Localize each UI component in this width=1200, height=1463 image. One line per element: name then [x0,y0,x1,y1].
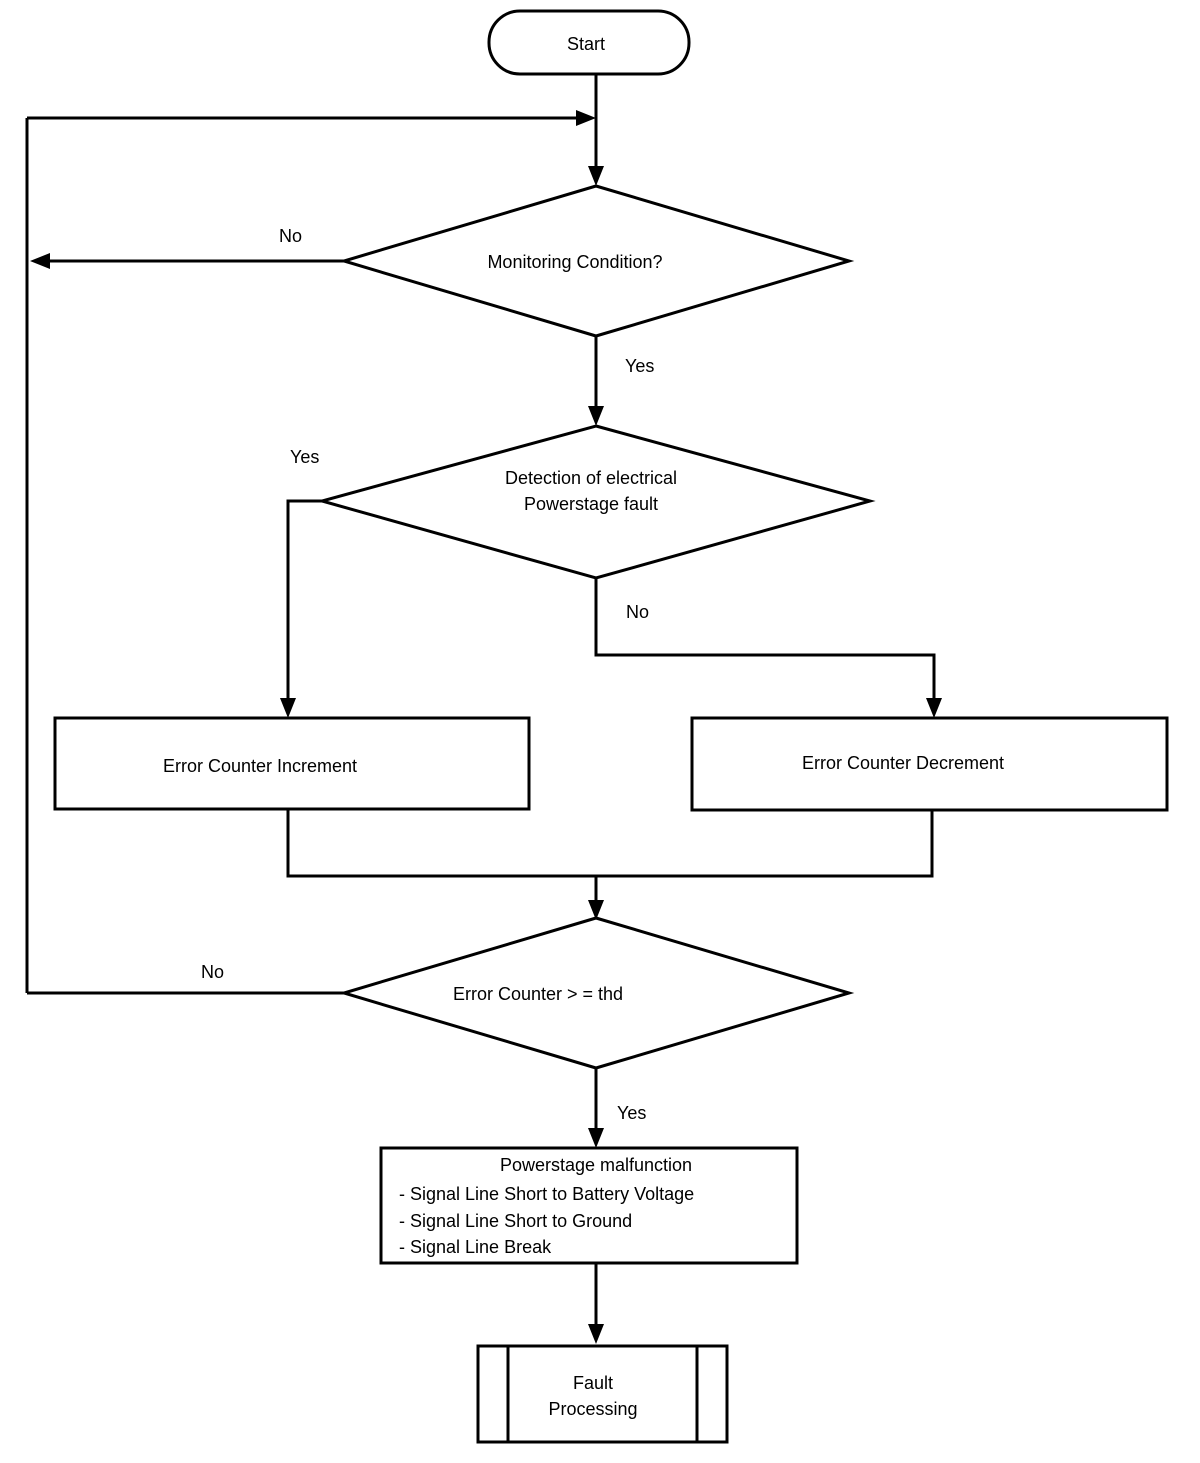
arrowhead [588,1128,604,1148]
malfunction-item: - Signal Line Short to Ground [399,1211,632,1231]
edge-label-monitoring-yes: Yes [625,356,654,376]
detection-label-line1: Detection of electrical [505,468,677,488]
monitoring-decision [338,184,855,338]
arrowhead [588,900,604,920]
malfunction-title: Powerstage malfunction [500,1155,692,1175]
edge-label-threshold-no: No [201,962,224,982]
edge-detection-yes [286,499,322,706]
arrowhead [588,1324,604,1344]
monitoring-label: Monitoring Condition? [487,252,662,272]
fault-label-line1: Fault [573,1373,613,1393]
fault-label-line2: Processing [548,1399,637,1419]
edge-label-monitoring-no: No [279,226,302,246]
threshold-label: Error Counter > = thd [453,984,623,1004]
start-label: Start [567,34,605,54]
edge-label-detection-yes: Yes [290,447,319,467]
edge-label-detection-no: No [626,602,649,622]
arrowhead [926,698,942,718]
arrowhead [588,166,604,186]
detection-decision [316,424,876,580]
edge-detection-no [594,578,936,706]
arrowhead [576,110,596,126]
malfunction-item: - Signal Line Break [399,1237,552,1257]
increment-label: Error Counter Increment [163,756,357,776]
malfunction-process [379,1146,799,1265]
start-terminal [487,9,691,76]
arrowhead [30,253,50,269]
arrowhead [588,406,604,426]
decrement-process [690,716,1169,812]
increment-process [53,716,531,811]
edge-label-threshold-yes: Yes [617,1103,646,1123]
fault-processing-subroutine [476,1344,729,1444]
decrement-label: Error Counter Decrement [802,753,1004,773]
arrowhead [280,698,296,718]
detection-label-line2: Powerstage fault [524,494,658,514]
malfunction-item: - Signal Line Short to Battery Voltage [399,1184,694,1204]
edge-increment-merge [286,810,934,878]
threshold-decision [338,916,855,1070]
